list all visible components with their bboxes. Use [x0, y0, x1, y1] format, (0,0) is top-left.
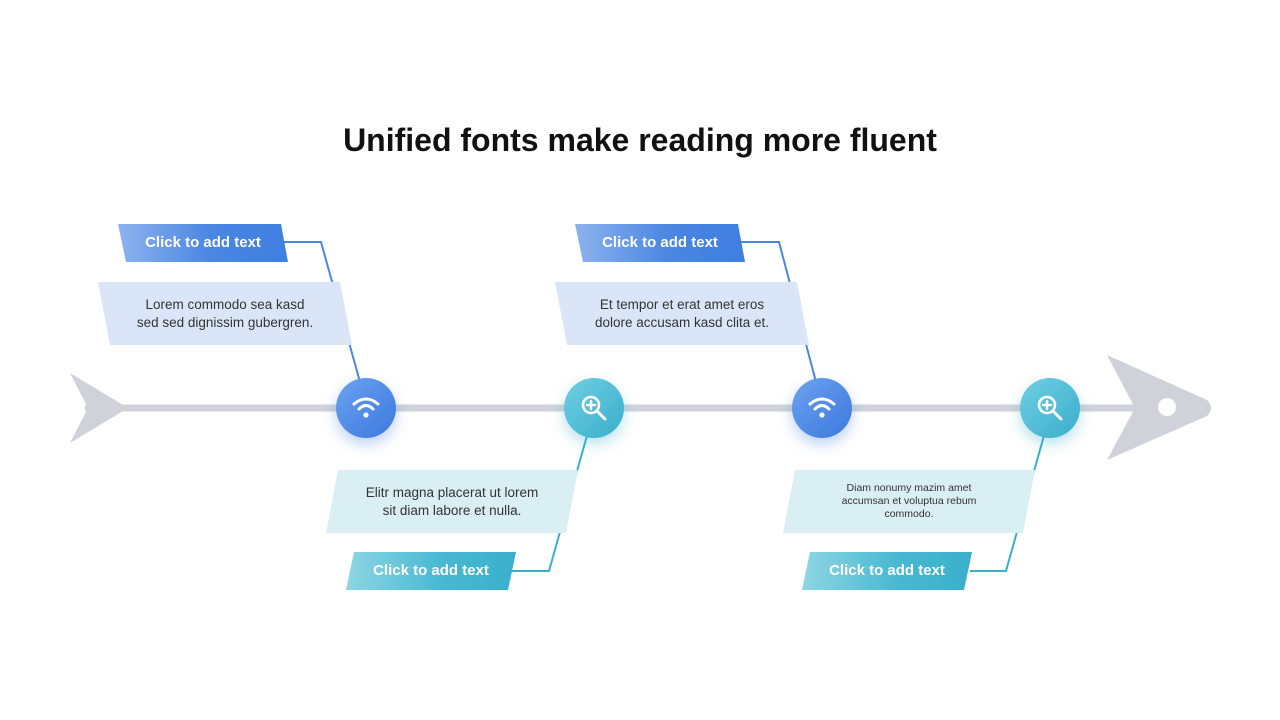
search-plus-icon	[581, 395, 607, 421]
wifi-icon	[808, 397, 836, 418]
description-3-line-1: Et tempor et erat amet eros	[599, 296, 765, 312]
node-4[interactable]	[1020, 378, 1080, 438]
description-1-line-2: sed sed dignissim gubergren.	[136, 314, 314, 330]
description-2: Elitr magna placerat ut lorem sit diam l…	[326, 470, 578, 533]
description-3: Et tempor et erat amet eros dolore accus…	[555, 282, 809, 345]
description-3-line-2: dolore accusam kasd clita et.	[594, 314, 770, 330]
search-plus-icon	[1037, 395, 1063, 421]
description-1-line-1: Lorem commodo sea kasd	[145, 296, 305, 312]
page-title: Unified fonts make reading more fluent	[343, 122, 937, 158]
spine-head-eye	[1158, 398, 1176, 416]
description-4-line-3: commodo.	[884, 508, 934, 520]
node-2[interactable]	[564, 378, 624, 438]
description-2-line-2: sit diam labore et nulla.	[382, 502, 522, 518]
node-3[interactable]	[792, 378, 852, 438]
description-4-line-2: accumsan et voluptua rebum	[841, 495, 977, 507]
tag-2[interactable]: Click to add text	[346, 552, 516, 590]
description-2-line-1: Elitr magna placerat ut lorem	[365, 484, 539, 500]
tag-1[interactable]: Click to add text	[118, 224, 288, 262]
node-1[interactable]	[336, 378, 396, 438]
description-4-line-1: Diam nonumy mazim amet	[846, 482, 972, 494]
tag-4[interactable]: Click to add text	[802, 552, 972, 590]
description-4: Diam nonumy mazim amet accumsan et volup…	[783, 470, 1035, 533]
description-1: Lorem commodo sea kasd sed sed dignissim…	[98, 282, 352, 345]
wifi-icon	[352, 397, 380, 418]
tag-3[interactable]: Click to add text	[575, 224, 745, 262]
